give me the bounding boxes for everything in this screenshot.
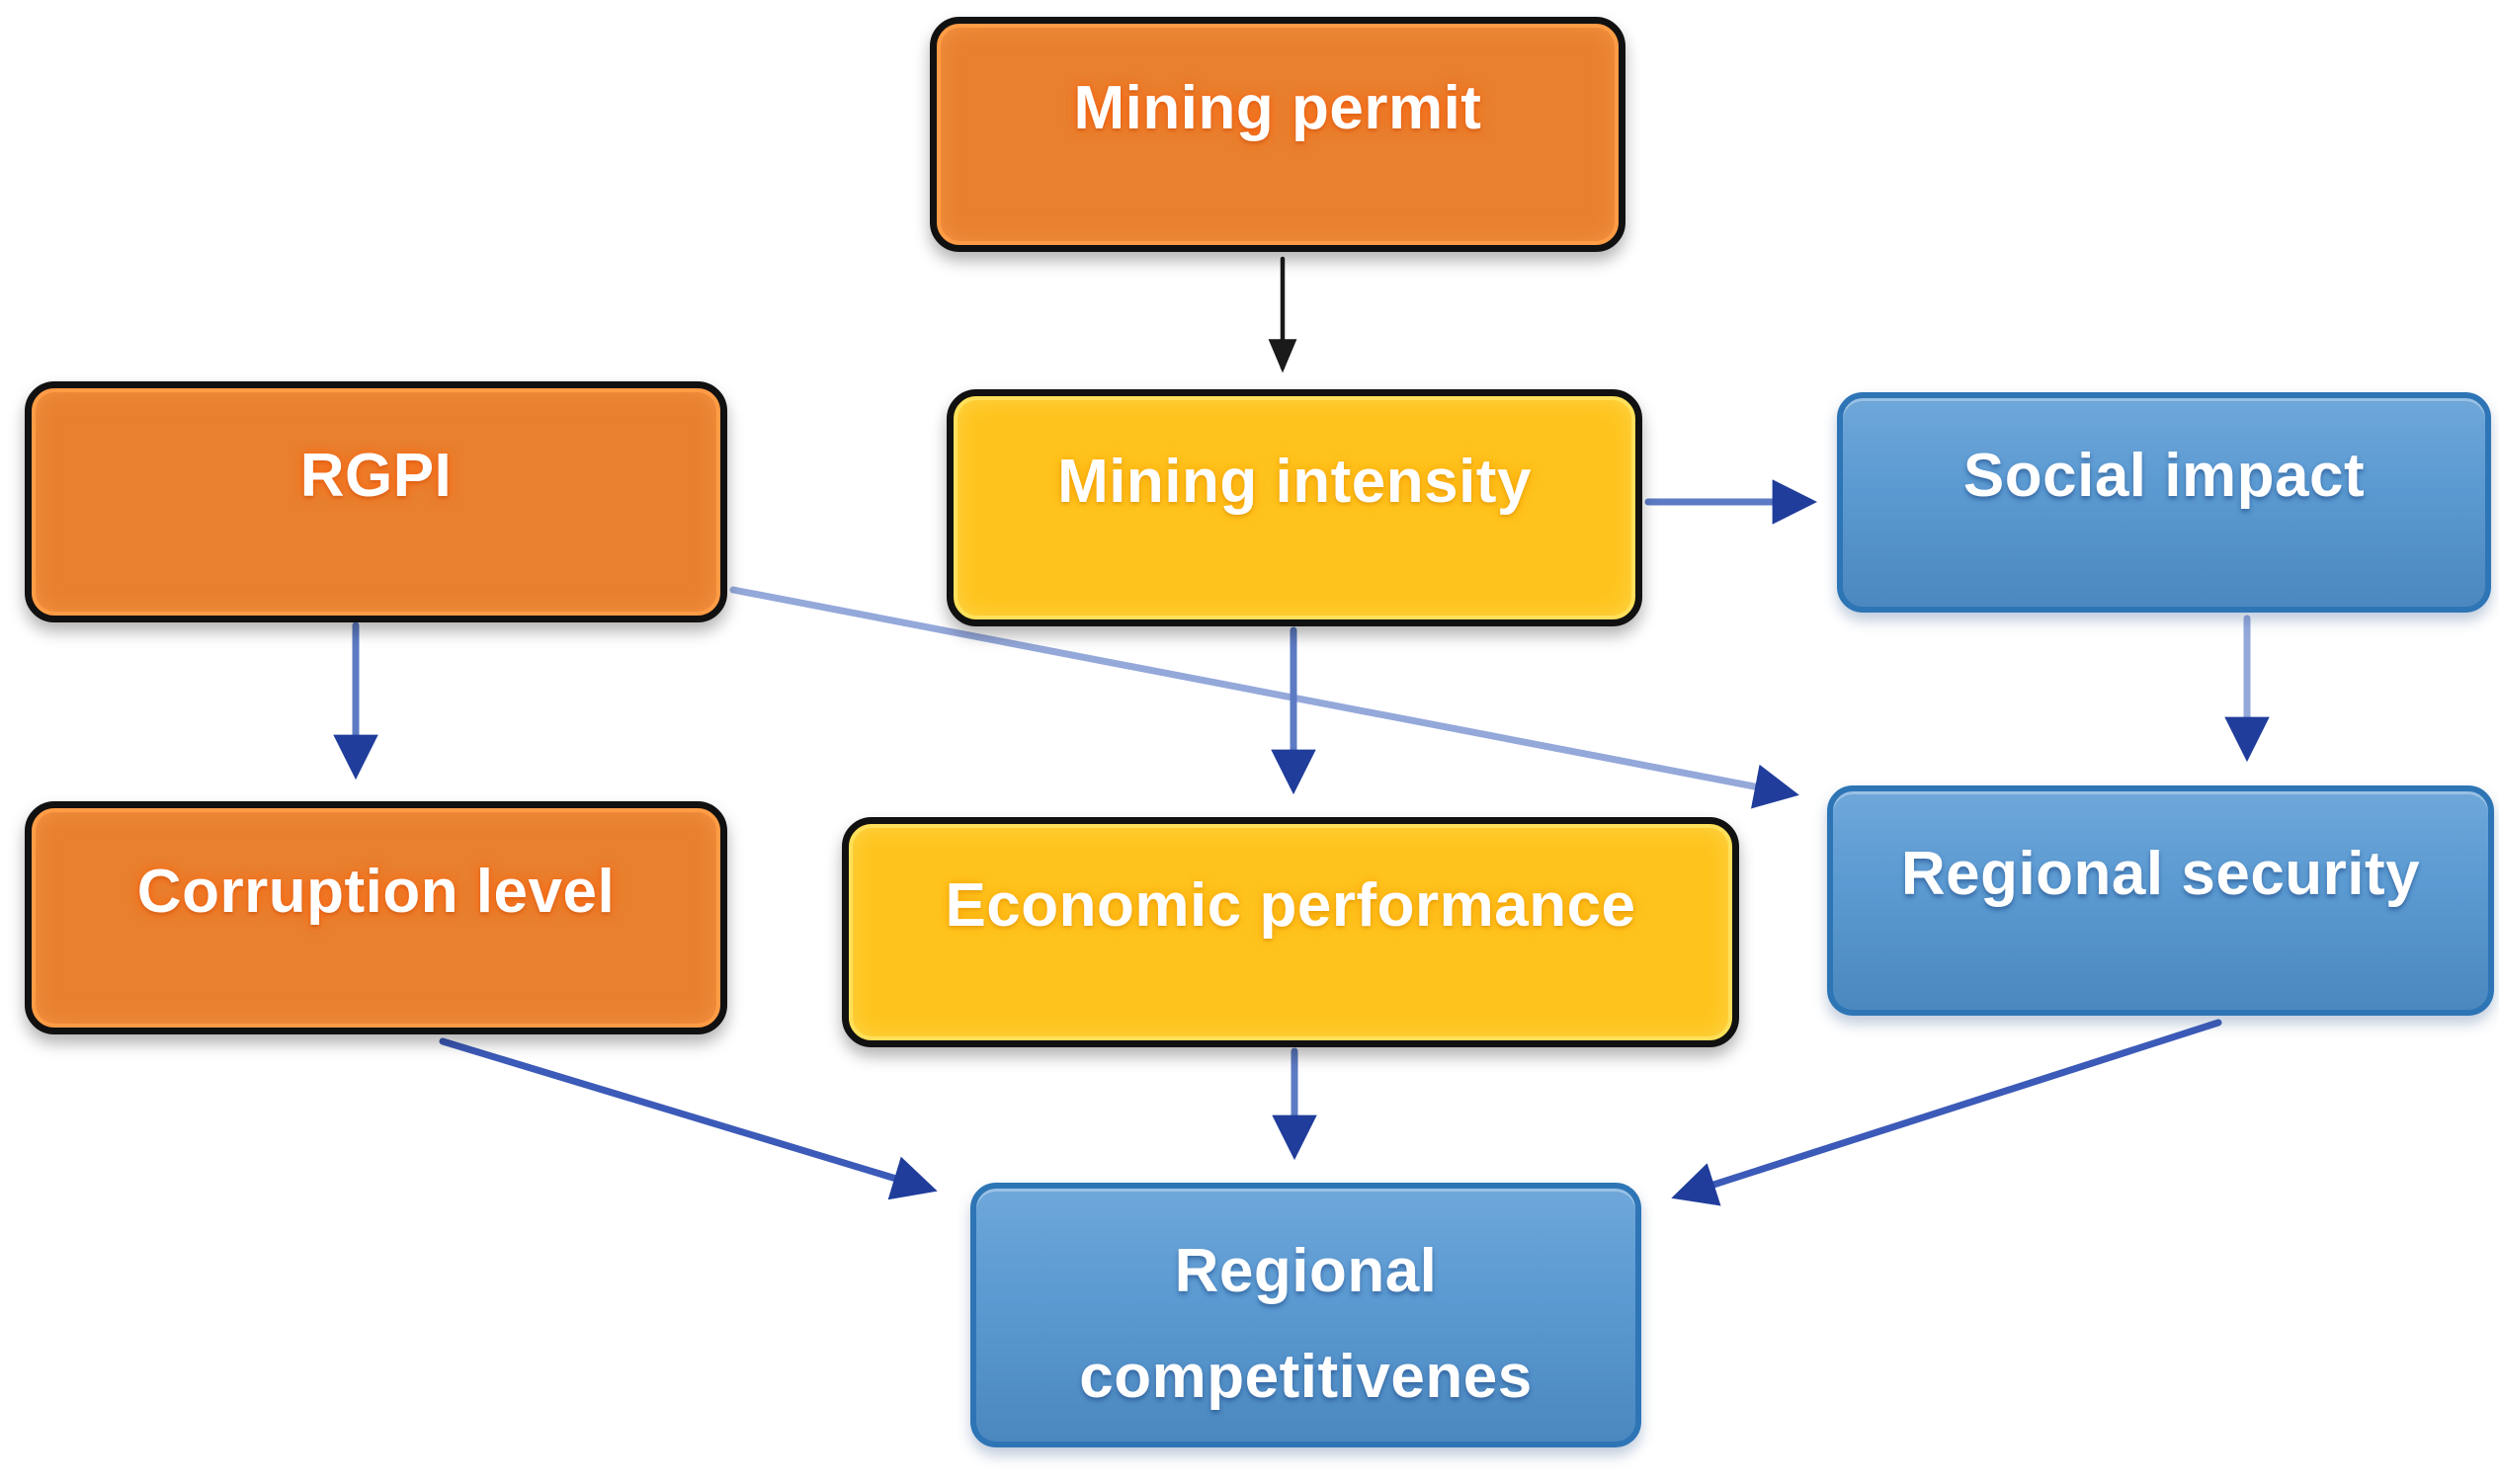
node-corruption-level: Corruption level [25, 801, 727, 1034]
node-regional-competitivenes-label: Regional competitivenes [1079, 1237, 1533, 1411]
node-regional-security-label: Regional security [1900, 840, 2421, 909]
node-mining-intensity: Mining intensity [947, 389, 1642, 626]
node-social-impact-label: Social impact [1962, 442, 2366, 511]
node-economic-performance: Economic performance [842, 817, 1739, 1047]
node-regional-security: Regional security [1827, 785, 2494, 1016]
node-regional-competitivenes: Regional competitivenes [970, 1183, 1641, 1447]
node-corruption-level-label: Corruption level [136, 857, 616, 926]
edge-corruption-level-to-regional-competitivenes [439, 1037, 938, 1200]
node-social-impact: Social impact [1837, 392, 2491, 613]
node-economic-performance-label: Economic performance [945, 871, 1636, 941]
edge-rgpi-to-regional-security [729, 586, 1799, 809]
node-rgpi-label: RGPI [299, 441, 453, 510]
node-mining-intensity-label: Mining intensity [1057, 447, 1532, 516]
node-mining-permit-label: Mining permit [1073, 73, 1482, 142]
edge-regional-security-to-regional-competitivenes [1671, 1019, 2222, 1206]
node-mining-permit: Mining permit [930, 17, 1625, 252]
node-rgpi: RGPI [25, 381, 727, 622]
